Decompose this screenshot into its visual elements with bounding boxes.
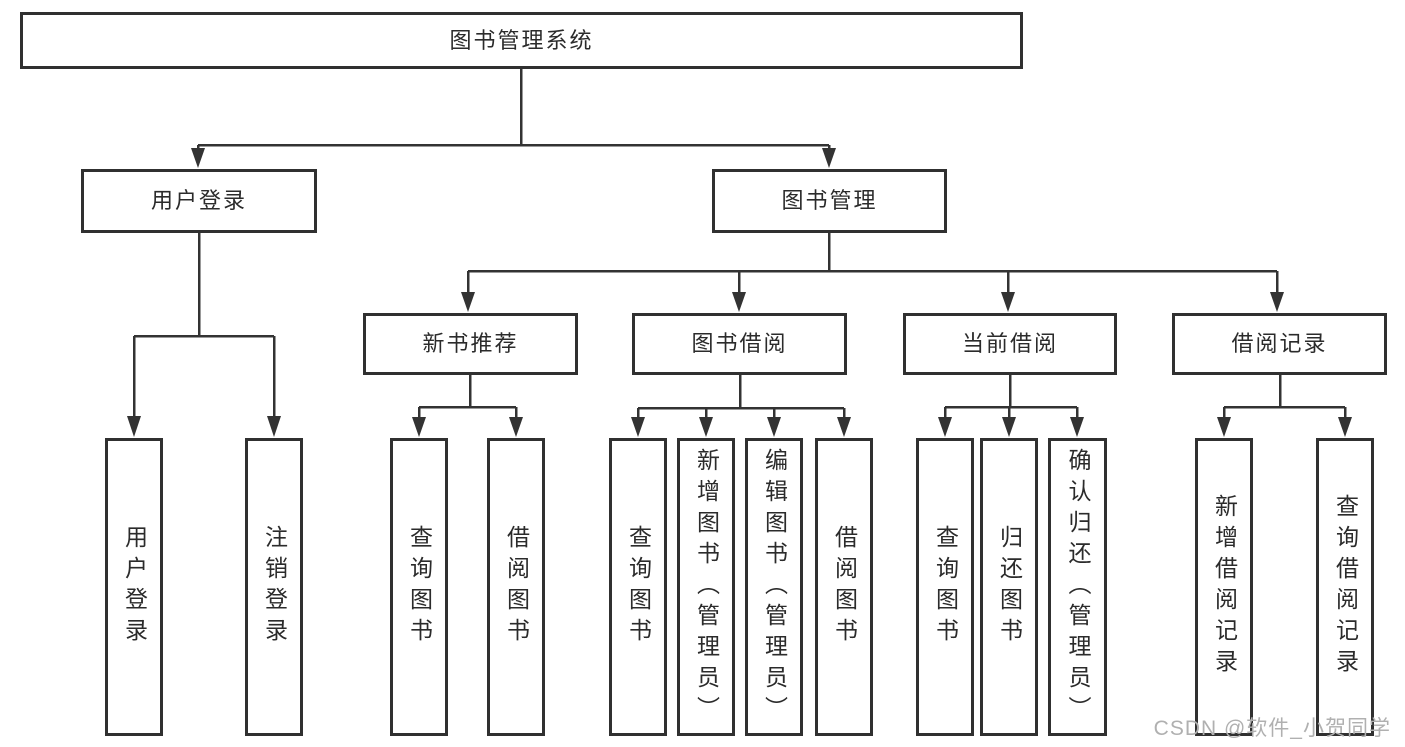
node-borrowing-records: 借阅记录	[1172, 313, 1387, 375]
leaf-label: 注销登录	[261, 525, 288, 649]
leaf-edit-books-admin: 编辑图书（管理员）	[745, 438, 803, 736]
node-label: 当前借阅	[961, 331, 1058, 356]
node-label: 图书管理系统	[449, 27, 594, 53]
leaf-add-books-admin: 新增图书（管理员）	[677, 438, 735, 736]
leaf-confirm-return-admin: 确认归还（管理员）	[1048, 438, 1107, 736]
leaf-label: 新增借阅记录	[1211, 494, 1238, 680]
leaf-label: 借阅图书	[503, 525, 530, 649]
node-label: 图书管理	[781, 188, 878, 213]
leaf-label: 编辑图书（管理员）	[761, 447, 788, 727]
node-label: 用户登录	[150, 188, 247, 213]
leaf-add-borrow-record: 新增借阅记录	[1195, 438, 1253, 736]
leaf-label: 归还图书	[996, 525, 1023, 649]
leaf-user-login: 用户登录	[105, 438, 163, 736]
node-library-management-system: 图书管理系统	[20, 12, 1023, 69]
node-book-borrowing: 图书借阅	[632, 313, 847, 375]
leaf-query-books-borrowing: 查询图书	[609, 438, 667, 736]
leaf-label: 借阅图书	[831, 525, 858, 649]
leaf-borrow-books-borrowing: 借阅图书	[815, 438, 873, 736]
leaf-query-borrow-record: 查询借阅记录	[1316, 438, 1374, 736]
csdn-watermark: CSDN @软件_小贺同学	[1153, 717, 1391, 740]
leaf-query-books-new-book: 查询图书	[390, 438, 448, 736]
leaf-query-books-current: 查询图书	[916, 438, 974, 736]
leaf-label: 新增图书（管理员）	[693, 447, 720, 727]
node-label: 借阅记录	[1231, 331, 1328, 356]
node-current-borrowing: 当前借阅	[903, 313, 1117, 375]
leaf-logout-login: 注销登录	[245, 438, 303, 736]
node-user-login: 用户登录	[81, 169, 317, 233]
node-new-book-recommendation: 新书推荐	[363, 313, 578, 375]
leaf-borrow-books-new-book: 借阅图书	[487, 438, 545, 736]
node-label: 图书借阅	[691, 331, 788, 356]
leaf-label: 查询图书	[625, 525, 652, 649]
leaf-label: 查询图书	[932, 525, 959, 649]
leaf-label: 查询图书	[406, 525, 433, 649]
leaf-label: 用户登录	[121, 525, 148, 649]
leaf-return-books: 归还图书	[980, 438, 1038, 736]
leaf-label: 确认归还（管理员）	[1065, 447, 1091, 727]
leaf-label: 查询借阅记录	[1332, 494, 1359, 680]
node-label: 新书推荐	[422, 331, 519, 356]
node-book-management: 图书管理	[712, 169, 947, 233]
